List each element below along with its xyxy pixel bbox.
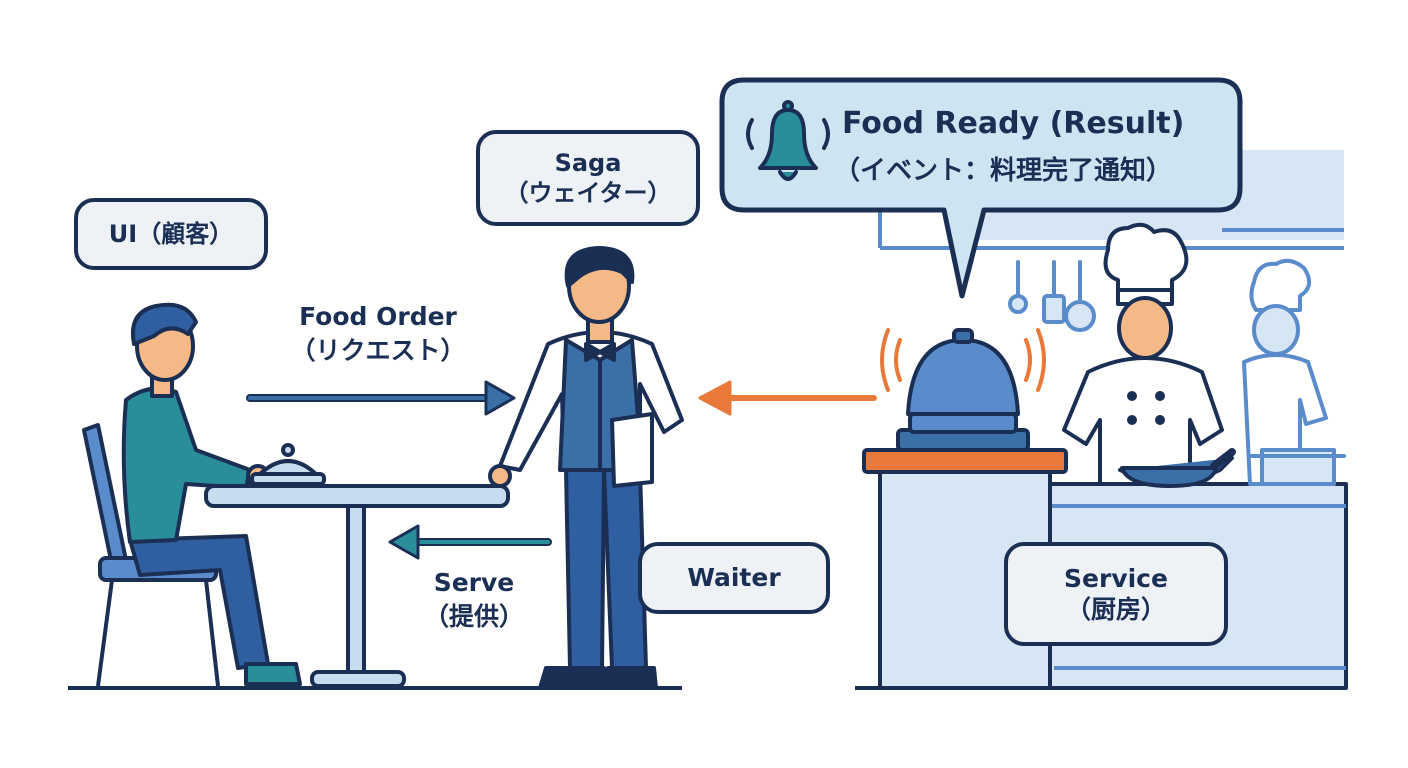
chef-figure [1062, 222, 1236, 488]
service-title: Service [1064, 563, 1168, 593]
saga-title: Saga [554, 149, 622, 177]
service-bell [880, 328, 1046, 452]
food-ready-subtitle: （イベント：料理完了通知） [834, 156, 1173, 186]
waiter-figure [488, 246, 684, 690]
food-order-subtitle: （リクエスト） [290, 335, 466, 365]
cook-figure [1242, 258, 1346, 486]
result-arrow [698, 380, 877, 416]
food-ready-title: Food Ready (Result) [842, 106, 1185, 141]
serve-caption: Serve （提供） [386, 566, 562, 634]
waiter-text: Waiter [687, 563, 781, 593]
food-order-title: Food Order [299, 302, 457, 331]
dining-table [204, 484, 510, 688]
ui-customer-text: UI（顧客） [108, 220, 234, 248]
saga-label: Saga （ウェイター） [476, 130, 700, 226]
covered-dish [250, 443, 326, 486]
customer-figure [121, 302, 302, 686]
serve-title: Serve [433, 568, 515, 597]
service-kitchen-label: Service （厨房） [1004, 542, 1228, 646]
serve-subtitle: （提供） [423, 601, 524, 631]
hanging-utensils [1008, 260, 1096, 332]
food-order-caption: Food Order （リクエスト） [250, 300, 506, 368]
serve-arrow [388, 524, 552, 560]
order-arrow [246, 380, 516, 416]
saga-subtitle: （ウェイター） [504, 179, 672, 207]
service-subtitle: （厨房） [1065, 595, 1166, 624]
ui-customer-label: UI（顧客） [74, 198, 268, 270]
waiter-label: Waiter [638, 542, 830, 614]
